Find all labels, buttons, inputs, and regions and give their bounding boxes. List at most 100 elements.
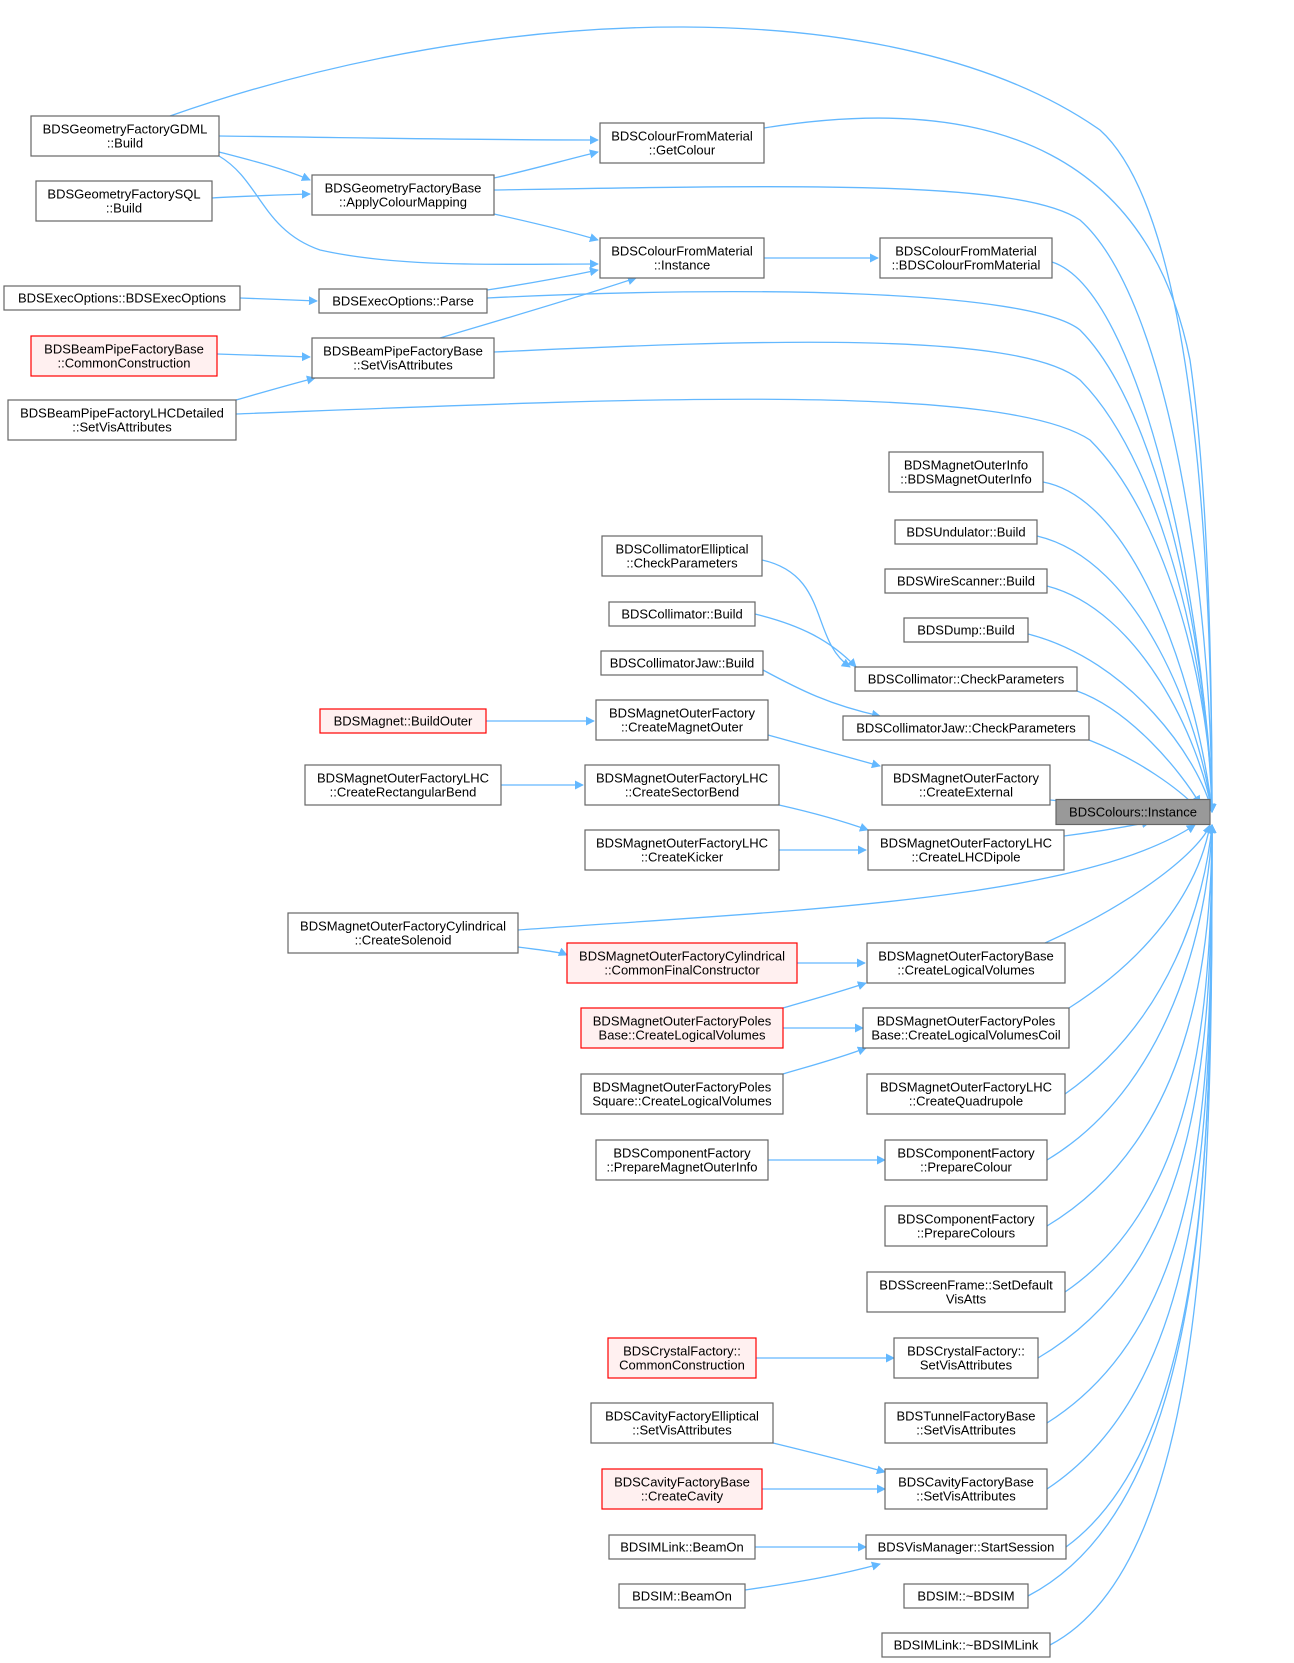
node-bpf_setvis[interactable]: BDSBeamPipeFactoryBase::SetVisAttributes [311, 337, 495, 379]
node-bdsim_dtor[interactable]: BDSIM::~BDSIM [903, 1583, 1029, 1609]
node-und[interactable]: BDSUndulator::Build [894, 519, 1038, 545]
edge-wire-to-root [1046, 585, 1216, 813]
node-gfb_apply[interactable]: BDSGeometryFactoryBase::ApplyColourMappi… [311, 174, 495, 216]
node-poles_coil[interactable]: BDSMagnetOuterFactoryPolesBase::CreateLo… [862, 1007, 1070, 1049]
node-exec_parse[interactable]: BDSExecOptions::Parse [318, 288, 488, 314]
node-coll_ell[interactable]: BDSCollimatorElliptical::CheckParameters [601, 535, 763, 577]
node-lhc_rect[interactable]: BDSMagnetOuterFactoryLHC::CreateRectangu… [304, 764, 502, 806]
node-mof_cmo[interactable]: BDSMagnetOuterFactory::CreateMagnetOuter [595, 699, 769, 741]
node-label: CommonConstruction [619, 1358, 745, 1373]
node-tun[interactable]: BDSTunnelFactoryBase::SetVisAttributes [884, 1402, 1048, 1444]
node-link_beamon[interactable]: BDSIMLink::BeamOn [608, 1534, 756, 1560]
node-coll_build[interactable]: BDSCollimator::Build [608, 601, 756, 627]
node-box [580, 1073, 784, 1115]
node-box [600, 650, 764, 676]
node-gdml[interactable]: BDSGeometryFactoryGDML::Build [30, 115, 220, 157]
edge-cf_pc-to-root [1046, 824, 1217, 1161]
edge-sql-to-gfb_apply [211, 189, 311, 199]
node-label: BDSExecOptions::Parse [332, 294, 474, 309]
node-colljaw_check[interactable]: BDSCollimatorJaw::CheckParameters [842, 715, 1090, 741]
edge-colljaw_check-to-root [1088, 739, 1198, 809]
node-label: BDSGeometryFactoryBase [325, 181, 482, 196]
nodes: BDSColours::Instance BDSGeometryFactoryGD… [3, 115, 1211, 1658]
node-dump[interactable]: BDSDump::Build [903, 617, 1029, 643]
node-vis[interactable]: BDSVisManager::StartSession [865, 1534, 1067, 1560]
node-cfm_inst[interactable]: BDSColourFromMaterial::Instance [599, 237, 765, 279]
node-mof_ext[interactable]: BDSMagnetOuterFactory::CreateExternal [881, 764, 1051, 806]
node-poles_clv[interactable]: BDSMagnetOuterFactoryPolesBase::CreateLo… [580, 1007, 784, 1049]
node-lhc_dipole[interactable]: BDSMagnetOuterFactoryLHC::CreateLHCDipol… [867, 829, 1065, 871]
node-mofb_clv[interactable]: BDSMagnetOuterFactoryBase::CreateLogical… [866, 942, 1066, 984]
node-label: BDSMagnetOuterFactoryLHC [317, 771, 489, 786]
node-box [879, 237, 1053, 279]
node-mag_buildouter[interactable]: BDSMagnet::BuildOuter [319, 708, 487, 734]
edge-bplhc_setvis-to-root [235, 398, 1217, 813]
node-cav_ell[interactable]: BDSCavityFactoryElliptical::SetVisAttrib… [590, 1402, 774, 1444]
node-label: BDSDump::Build [917, 623, 1015, 638]
node-label: BDSMagnetOuterFactoryBase [878, 949, 1054, 964]
node-label: Base::CreateLogicalVolumesCoil [871, 1028, 1060, 1043]
node-box [601, 1468, 763, 1510]
node-label: ::SetVisAttributes [632, 1423, 732, 1438]
edge-coll_build-to-coll_check [754, 613, 857, 668]
node-box [866, 1271, 1066, 1313]
edge-cfm_get-to-root [763, 117, 1217, 813]
node-wire[interactable]: BDSWireScanner::Build [884, 568, 1048, 594]
node-cfm_get[interactable]: BDSColourFromMaterial::GetColour [599, 122, 765, 164]
node-cav_svis[interactable]: BDSCavityFactoryBase::SetVisAttributes [884, 1468, 1048, 1510]
node-cf_pmoi[interactable]: BDSComponentFactory::PrepareMagnetOuterI… [595, 1139, 769, 1181]
node-label: Square::CreateLogicalVolumes [592, 1094, 772, 1109]
node-label: BDSComponentFactory [613, 1146, 751, 1161]
edge-cf_pcs-to-root [1046, 824, 1217, 1227]
node-label: BDSMagnetOuterFactoryPoles [593, 1014, 772, 1029]
node-root[interactable]: BDSColours::Instance [1055, 798, 1211, 826]
edge-dump-to-root [1027, 633, 1215, 813]
node-cry_cc[interactable]: BDSCrystalFactory::CommonConstruction [607, 1337, 757, 1379]
node-link_dtor[interactable]: BDSIMLink::~BDSIMLink [881, 1632, 1051, 1658]
node-box [595, 1139, 769, 1181]
node-label: BDSColourFromMaterial [611, 244, 753, 259]
node-cf_pcs[interactable]: BDSComponentFactory::PrepareColours [884, 1205, 1048, 1247]
node-box [566, 942, 798, 984]
node-label: ::SetVisAttributes [72, 420, 172, 435]
node-cav_create[interactable]: BDSCavityFactoryBase::CreateCavity [601, 1468, 763, 1510]
node-exec_ctor[interactable]: BDSExecOptions::BDSExecOptions [3, 285, 241, 311]
node-coll_check[interactable]: BDSCollimator::CheckParameters [854, 666, 1078, 692]
node-bplhc_setvis[interactable]: BDSBeamPipeFactoryLHCDetailed::SetVisAtt… [7, 399, 237, 441]
node-lhc_kicker[interactable]: BDSMagnetOuterFactoryLHC::CreateKicker [584, 829, 780, 871]
node-label: ::CommonConstruction [58, 356, 191, 371]
node-label: BDSMagnetOuterFactory [893, 771, 1039, 786]
node-label: BDSMagnetOuterFactoryLHC [596, 836, 768, 851]
node-cyl_sol[interactable]: BDSMagnetOuterFactoryCylindrical::Create… [287, 912, 519, 954]
node-colljaw_build[interactable]: BDSCollimatorJaw::Build [600, 650, 764, 676]
node-label: ::GetColour [649, 143, 716, 158]
edge-link_dtor-to-root [1049, 824, 1217, 1646]
node-label: BDSUndulator::Build [906, 525, 1025, 540]
node-label: BDSColours::Instance [1069, 805, 1197, 820]
node-moi[interactable]: BDSMagnetOuterInfo::BDSMagnetOuterInfo [888, 451, 1044, 493]
node-polessq_clv[interactable]: BDSMagnetOuterFactoryPolesSquare::Create… [580, 1073, 784, 1115]
node-box [1055, 798, 1211, 826]
node-cyl_cfc[interactable]: BDSMagnetOuterFactoryCylindrical::Common… [566, 942, 798, 984]
edge-mof_cmo-to-mof_ext [767, 734, 881, 769]
node-box [884, 1139, 1048, 1181]
edge-poles_coil-to-root [1068, 824, 1213, 1009]
node-cfm_ctor[interactable]: BDSColourFromMaterial::BDSColourFromMate… [879, 237, 1053, 279]
node-sql[interactable]: BDSGeometryFactorySQL::Build [35, 180, 213, 222]
node-bdsim_beamon[interactable]: BDSIM::BeamOn [618, 1583, 746, 1609]
node-cry_svis[interactable]: BDSCrystalFactory::SetVisAttributes [893, 1337, 1039, 1379]
node-label: ::BDSColourFromMaterial [892, 258, 1041, 273]
edge-bdsim_beamon-to-vis [744, 1561, 881, 1591]
node-label: BDSCollimator::Build [621, 607, 742, 622]
node-cf_pc[interactable]: BDSComponentFactory::PrepareColour [884, 1139, 1048, 1181]
node-box [894, 519, 1038, 545]
node-lhc_sector[interactable]: BDSMagnetOuterFactoryLHC::CreateSectorBe… [584, 764, 780, 806]
edge-bpf_setvis-to-cfm_inst [439, 276, 637, 339]
node-label: ::CreateMagnetOuter [621, 720, 744, 735]
node-bpf_common[interactable]: BDSBeamPipeFactoryBase::CommonConstructi… [30, 335, 218, 377]
node-box [584, 829, 780, 871]
node-lhc_quad[interactable]: BDSMagnetOuterFactoryLHC::CreateQuadrupo… [866, 1073, 1066, 1115]
node-box [854, 666, 1078, 692]
node-label: ::CreateSectorBend [625, 785, 739, 800]
